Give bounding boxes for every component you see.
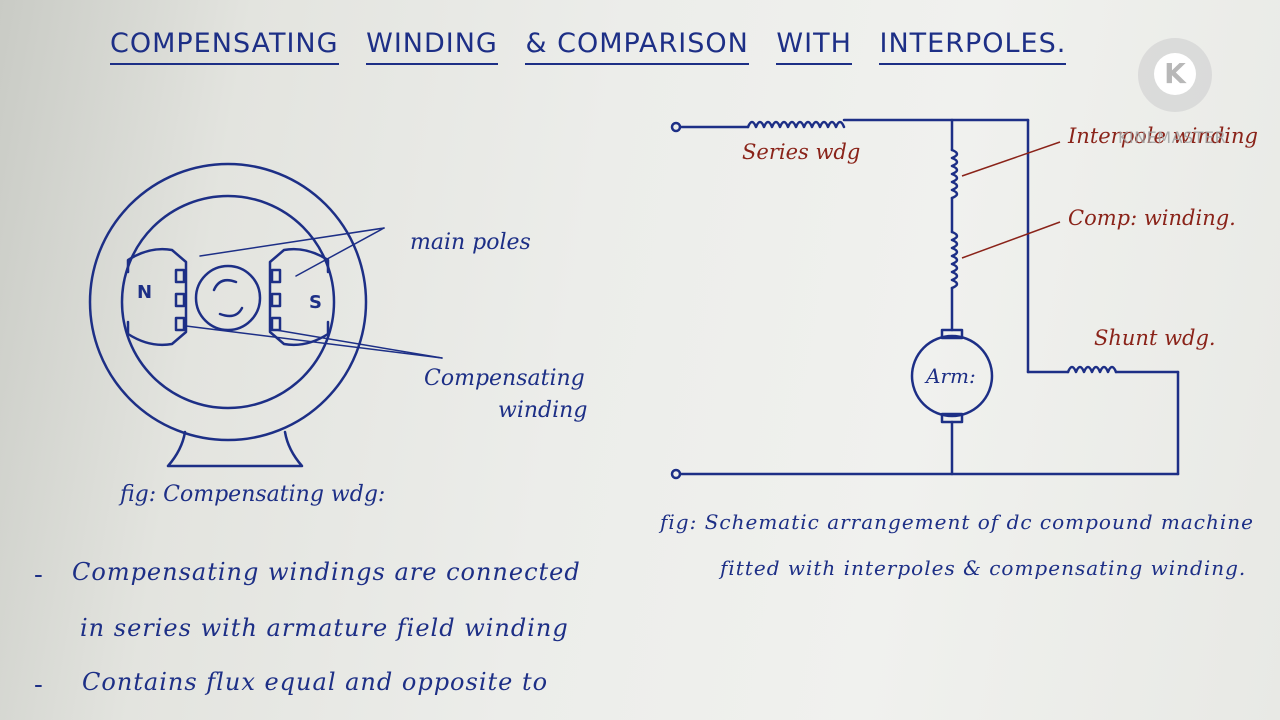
note-line: Contains flux equal and opposite to	[82, 668, 549, 696]
pole-label-n: N	[137, 282, 153, 303]
kinemaster-watermark: KINEMASTER	[1118, 128, 1227, 147]
title-word: COMPENSATING	[110, 28, 339, 65]
right-caption-line2: fitted with interpoles & compensating wi…	[720, 556, 1247, 580]
armature-symbol	[910, 334, 994, 418]
comp-slot	[270, 268, 282, 284]
armature-rotor	[194, 264, 262, 332]
note-line: in series with armature field winding	[80, 614, 569, 642]
note-bullet: -	[34, 670, 43, 700]
title-word: INTERPOLES.	[879, 28, 1067, 65]
note-line: Compensating windings are connected	[72, 558, 581, 586]
title-word: WITH	[776, 28, 852, 65]
series-winding-coil	[746, 120, 846, 129]
machine-yoke-inner	[120, 194, 336, 410]
comp-slot	[174, 292, 186, 308]
machine-base	[166, 430, 304, 468]
brush	[940, 328, 964, 340]
main-poles-label: main poles	[410, 230, 531, 255]
leader-line	[199, 227, 385, 257]
comp-slot	[174, 316, 186, 332]
comp-winding-label-2: winding	[498, 398, 588, 423]
shunt-winding-coil	[1066, 365, 1118, 374]
leader-line-red	[961, 141, 1061, 177]
series-winding-label: Series wdg	[742, 140, 861, 164]
title-word: WINDING	[366, 28, 498, 65]
leader-line	[295, 227, 385, 277]
comp-slot	[270, 292, 282, 308]
comp-slot	[174, 268, 186, 284]
pole-north	[126, 247, 188, 347]
pole-south	[268, 247, 330, 347]
leader-line	[275, 329, 443, 359]
kinemaster-logo-letter: K	[1154, 53, 1196, 95]
title-word: & COMPARISON	[525, 28, 749, 65]
leader-line-red	[961, 221, 1061, 259]
armature-label: Arm:	[926, 364, 976, 388]
interpole-winding-coil	[950, 148, 959, 200]
right-caption-line1: fig: Schematic arrangement of dc compoun…	[660, 510, 1254, 534]
rotation-arrow	[212, 279, 238, 292]
comp-winding-label-1: Compensating	[424, 366, 585, 391]
note-bullet: -	[34, 560, 43, 590]
machine-yoke-outer	[88, 162, 368, 442]
comp-slot	[270, 316, 282, 332]
page-title: COMPENSATING WINDING & COMPARISON WITH I…	[110, 28, 1084, 65]
left-caption: fig: Compensating wdg:	[120, 482, 386, 507]
comp-winding-label: Comp: winding.	[1068, 206, 1236, 230]
rotation-arrow	[218, 306, 244, 318]
shunt-winding-label: Shunt wdg.	[1094, 326, 1216, 350]
leader-line	[185, 325, 443, 359]
interpole-winding-label: Interpole winding	[1068, 124, 1258, 148]
comp-winding-coil	[950, 230, 959, 290]
pole-label-s: S	[309, 292, 322, 313]
